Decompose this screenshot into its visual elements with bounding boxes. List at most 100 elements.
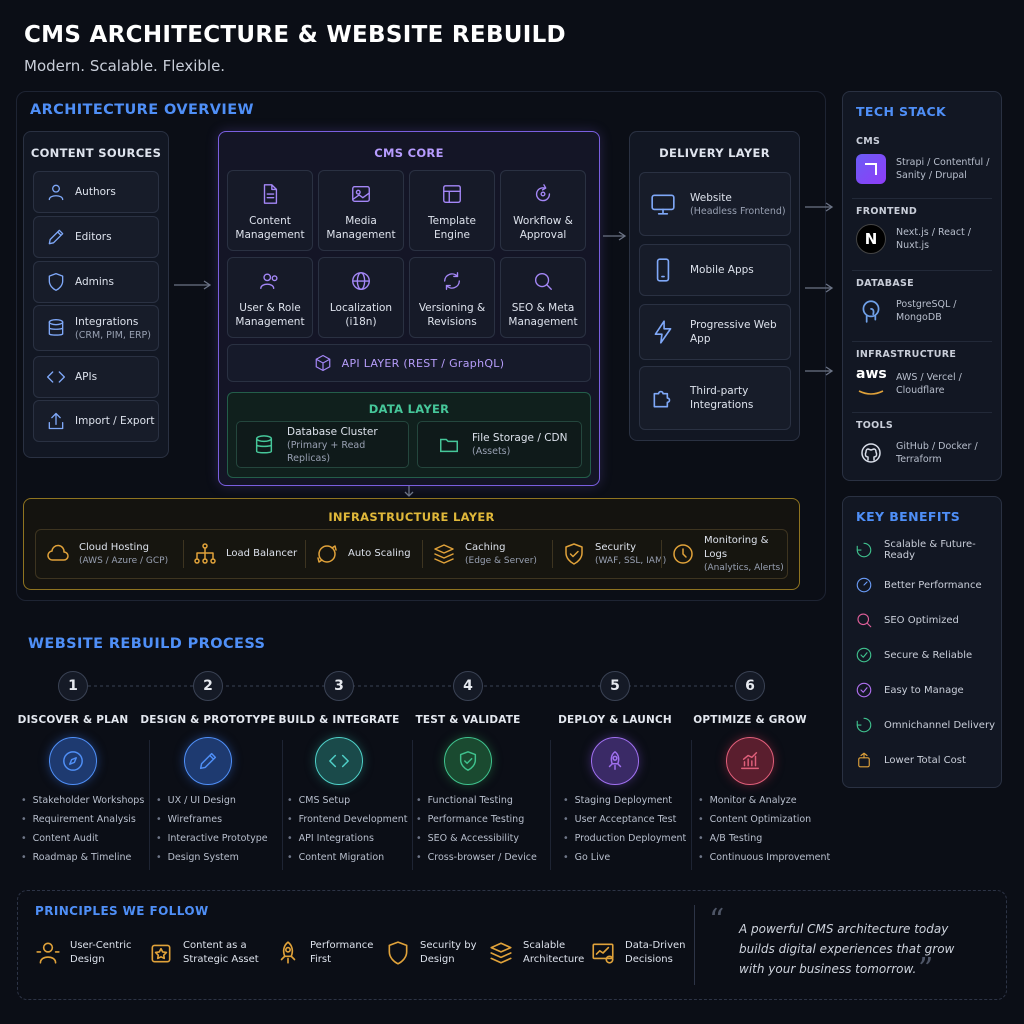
arrow-core-delivery xyxy=(603,231,627,241)
tech-divider xyxy=(852,412,992,413)
step-title: DESIGN & PROTOTYPE xyxy=(140,714,276,726)
step-bullet: API Integrations xyxy=(287,829,432,848)
seo-icon xyxy=(857,613,872,628)
step-bullet: CMS Setup xyxy=(287,791,432,810)
delivery-item[interactable]: Website (Headless Frontend) xyxy=(639,172,791,236)
principle-security-icon xyxy=(388,941,408,965)
globe-icon xyxy=(352,272,370,290)
core-module[interactable]: Workflow &Approval xyxy=(500,170,586,251)
step-icon-circle xyxy=(315,737,363,785)
architecture-title: ARCHITECTURE OVERVIEW xyxy=(30,102,254,118)
content-sources-title: CONTENT SOURCES xyxy=(30,146,162,160)
source-item[interactable]: Editors xyxy=(33,216,159,258)
step-title: DISCOVER & PLAN xyxy=(17,714,129,726)
core-module[interactable]: Localization(i18n) xyxy=(318,257,404,338)
tech-divider xyxy=(852,341,992,342)
delivery-item[interactable]: Progressive Web App xyxy=(639,304,791,360)
source-item[interactable]: Authors xyxy=(33,171,159,213)
secure-icon xyxy=(856,647,872,663)
infra-item: Monitoring & Logs (Analytics, Alerts) xyxy=(671,535,791,573)
page-subtitle: Modern. Scalable. Flexible. xyxy=(24,57,226,75)
folder-icon xyxy=(440,438,458,452)
step-bullets: Monitor & AnalyzeContent OptimizationA/B… xyxy=(698,791,843,867)
infra-item: Auto Scaling xyxy=(315,535,425,573)
step-bullet: Functional Testing xyxy=(416,791,561,810)
cache-icon xyxy=(434,544,454,564)
step-bullet: Frontend Development xyxy=(287,810,432,829)
tech-group: TOOLS GitHub / Docker /Terraform xyxy=(856,420,978,465)
quote-divider xyxy=(694,905,695,985)
step-icon-circle xyxy=(49,737,97,785)
step-bullet: Wireframes xyxy=(156,810,301,829)
source-item[interactable]: APIs xyxy=(33,356,159,398)
step-bullet: Stakeholder Workshops xyxy=(21,791,166,810)
step-bullets: Stakeholder WorkshopsRequirement Analysi… xyxy=(21,791,166,867)
principle-performance-icon xyxy=(280,941,296,964)
step-bullets: Functional TestingPerformance TestingSEO… xyxy=(416,791,561,867)
load-balancer-icon xyxy=(194,543,216,564)
step-bullet: Performance Testing xyxy=(416,810,561,829)
tech-group: DATABASE PostgreSQL /MongoDB xyxy=(856,278,957,323)
delivery-item[interactable]: Mobile Apps xyxy=(639,244,791,296)
step-icon-circle xyxy=(591,737,639,785)
step-divider xyxy=(411,740,413,870)
database-cluster: Database Cluster (Primary + Read Replica… xyxy=(236,421,409,468)
database-icon xyxy=(255,434,273,454)
principles-title: PRINCIPLES WE FOLLOW xyxy=(35,904,209,918)
aws-logo: aws xyxy=(856,367,887,400)
template-icon xyxy=(443,185,461,203)
source-item[interactable]: Admins xyxy=(33,261,159,303)
cloud-icon xyxy=(47,544,69,561)
step-bullet: SEO & Accessibility xyxy=(416,829,561,848)
easy-manage-icon xyxy=(856,682,872,698)
page-title: CMS ARCHITECTURE & WEBSITE REBUILD xyxy=(24,22,566,48)
source-item[interactable]: Integrations (CRM, PIM, ERP) xyxy=(33,305,159,351)
step-bullets: Staging DeploymentUser Acceptance TestPr… xyxy=(563,791,708,867)
step-divider xyxy=(148,740,150,870)
architecture-section xyxy=(16,91,826,601)
step-number: 3 xyxy=(324,671,354,701)
performance-icon xyxy=(856,577,872,593)
infra-item: Cloud Hosting (AWS / Azure / GCP) xyxy=(46,535,186,573)
compass-icon xyxy=(63,751,83,771)
key-benefits-title: KEY BENEFITS xyxy=(856,509,961,524)
api-layer: API LAYER (REST / GraphQL) xyxy=(227,344,591,382)
step-divider xyxy=(549,740,551,870)
step-bullet: A/B Testing xyxy=(698,829,843,848)
step-icon-circle xyxy=(184,737,232,785)
infra-item: Load Balancer xyxy=(193,535,303,573)
step-number: 5 xyxy=(600,671,630,701)
step-divider xyxy=(281,740,283,870)
step-divider xyxy=(690,740,692,870)
infra-divider xyxy=(552,540,553,568)
core-module[interactable]: Versioning &Revisions xyxy=(409,257,495,338)
data-layer-title: DATA LAYER xyxy=(368,402,450,416)
process-title: WEBSITE REBUILD PROCESS xyxy=(28,636,266,652)
step-bullet: Cross-browser / Device xyxy=(416,848,561,867)
cost-icon xyxy=(858,752,870,768)
step-title: TEST & VALIDATE xyxy=(415,714,521,726)
step-number: 2 xyxy=(193,671,223,701)
infra-divider xyxy=(422,540,423,568)
step-title: OPTIMIZE & GROW xyxy=(693,714,807,726)
step-bullet: Staging Deployment xyxy=(563,791,708,810)
process-dashed-line xyxy=(70,685,755,687)
infra-item: Security (WAF, SSL, IAM) xyxy=(562,535,667,573)
quote-close-icon: ” xyxy=(918,952,934,987)
step-number: 4 xyxy=(453,671,483,701)
delivery-item[interactable]: Third-party Integrations xyxy=(639,366,791,430)
source-item[interactable]: Import / Export xyxy=(33,400,159,442)
omnichannel-icon xyxy=(856,717,872,733)
step-number: 1 xyxy=(58,671,88,701)
infra-item: Caching (Edge & Server) xyxy=(432,535,552,573)
step-bullet: Requirement Analysis xyxy=(21,810,166,829)
infra-divider xyxy=(661,540,662,568)
infra-divider xyxy=(305,540,306,568)
